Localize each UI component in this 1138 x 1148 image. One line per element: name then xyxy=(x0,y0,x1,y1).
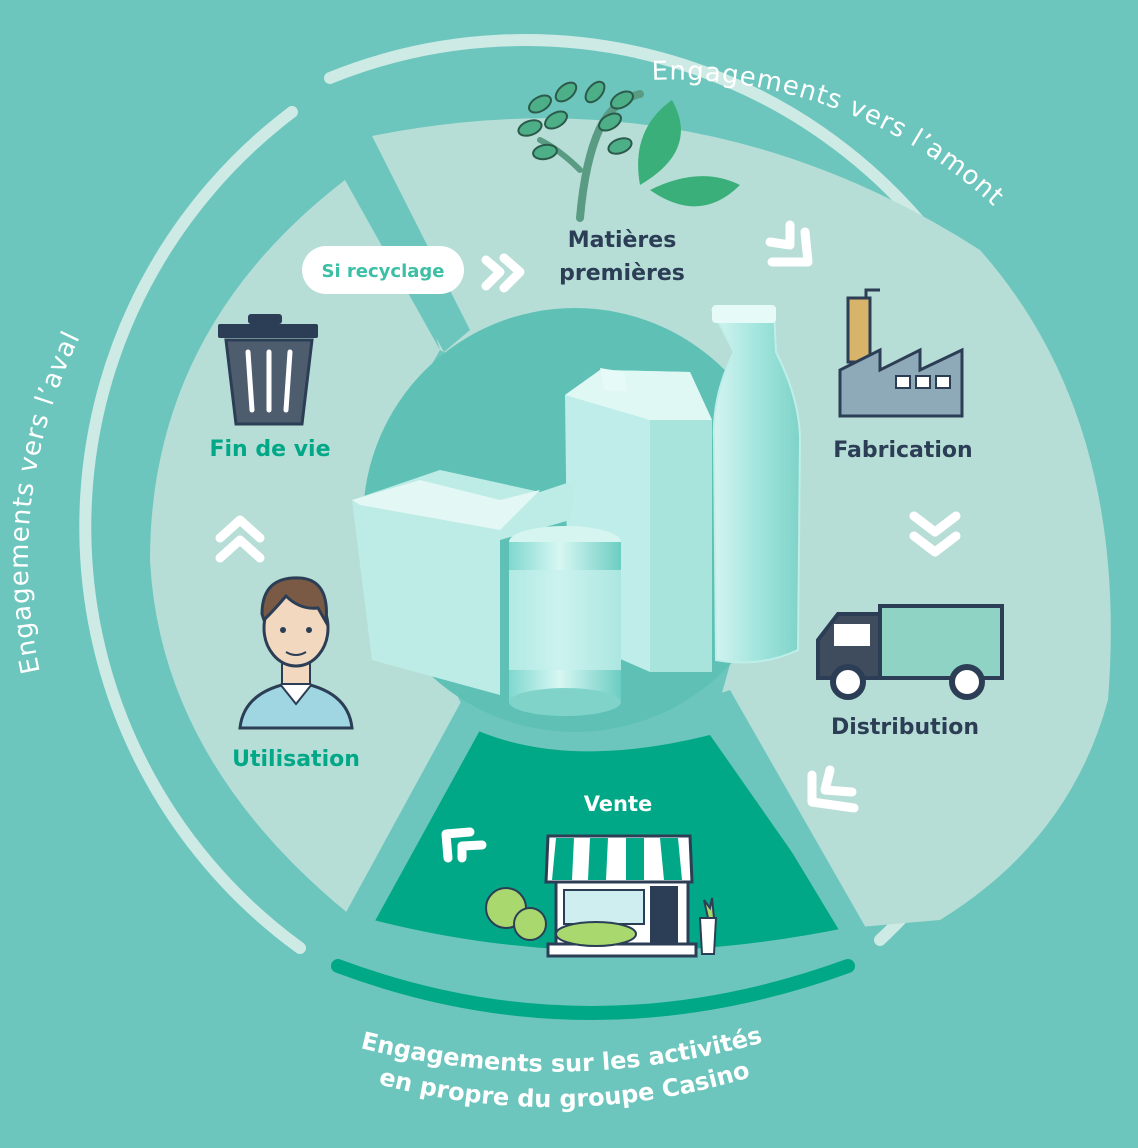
recycle-pill: Si recyclage xyxy=(302,246,464,294)
gap-mask-2 xyxy=(700,690,870,940)
stage-label-utilisation: Utilisation xyxy=(232,747,360,772)
gap-mask-3 xyxy=(344,700,490,930)
stage-label-distribution: Distribution xyxy=(831,715,979,740)
factory-icon xyxy=(838,288,964,418)
chevron-down-left-icon xyxy=(807,765,859,813)
chevron-down-right-icon xyxy=(765,220,813,267)
double-chevron-right-icon xyxy=(481,253,525,293)
arc-bottom-casino xyxy=(331,959,855,1020)
gap-mask-1 xyxy=(338,136,470,352)
stage-label-matieres-1: Matières xyxy=(568,228,677,253)
recycle-pill-label: Si recyclage xyxy=(322,261,445,282)
person-icon xyxy=(238,576,354,730)
stage-label-fabrication: Fabrication xyxy=(833,438,972,463)
arc-label-aval: Engagements vers l’aval xyxy=(5,326,87,676)
arc-left xyxy=(79,106,306,954)
tree-icon xyxy=(517,80,740,222)
chevron-up-left-icon xyxy=(441,827,487,863)
double-chevron-up-icon xyxy=(215,515,265,563)
stage-label-fin-de-vie: Fin de vie xyxy=(209,437,330,462)
double-chevron-down-icon xyxy=(909,511,961,557)
trash-bin-icon xyxy=(218,314,318,426)
stage-label-vente: Vente xyxy=(584,792,653,816)
packaging-products-icon xyxy=(352,305,802,716)
truck-icon xyxy=(816,604,1004,700)
shop-icon xyxy=(485,834,718,958)
stage-label-matieres-2: premières xyxy=(559,261,685,286)
